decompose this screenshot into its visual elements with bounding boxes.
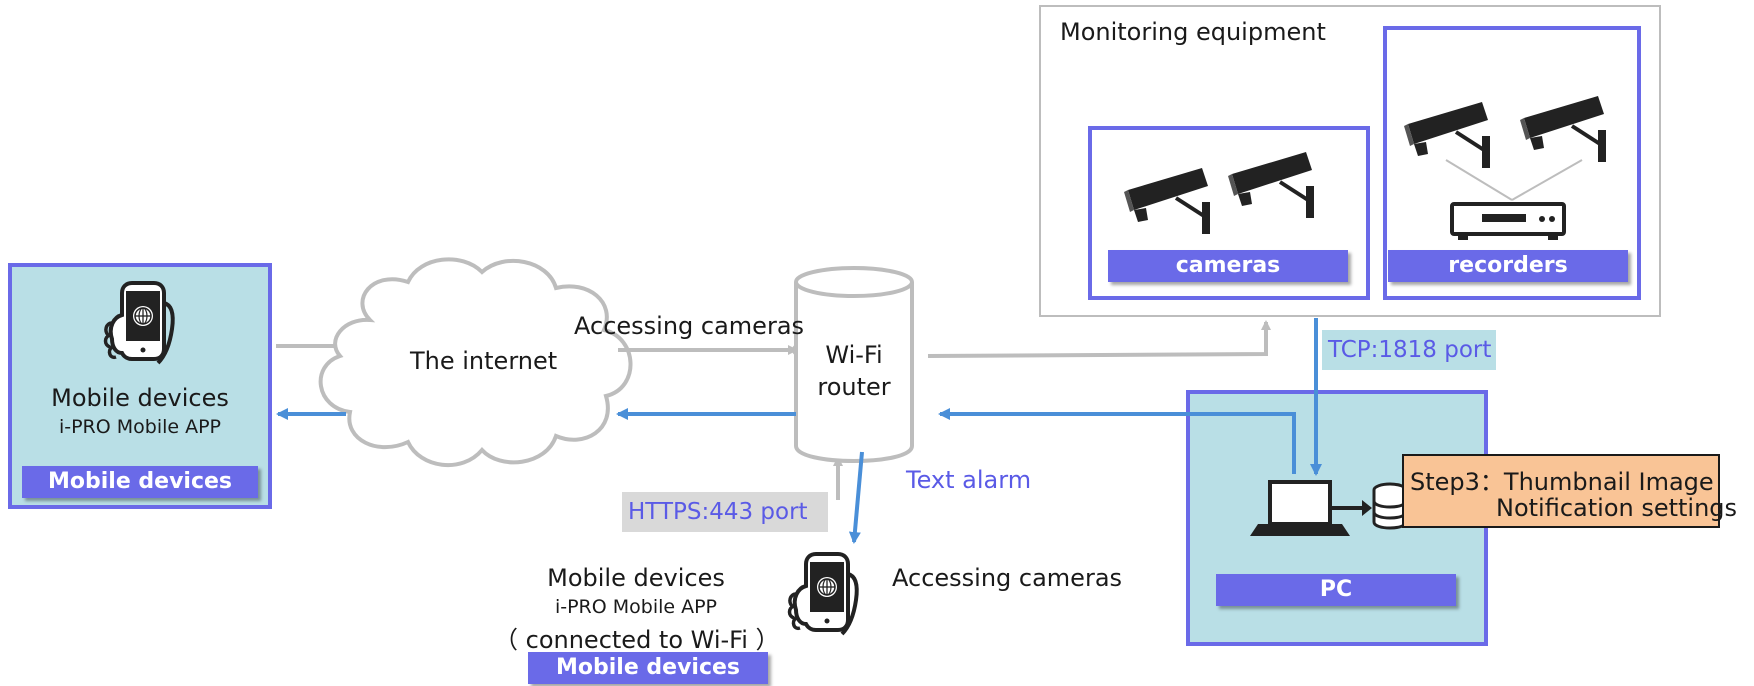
pc-label: PC: [1216, 574, 1456, 606]
internet-label: The internet: [410, 347, 558, 375]
bottom-mobile-connected: （ connected to Wi-Fi ）: [494, 626, 780, 654]
link-router-monitoring: [927, 320, 1271, 358]
link-router-bottom-mobile: [848, 451, 864, 544]
recorders-label: recorders: [1388, 250, 1628, 282]
phone-in-hand-icon: [787, 552, 859, 636]
left-mobile-title: Mobile devices: [51, 384, 229, 412]
bottom-mobile-label: Mobile devices: [528, 652, 768, 684]
cameras-label: cameras: [1108, 250, 1348, 282]
https-port-label: HTTPS:443 port: [622, 492, 828, 532]
left-mobile-subtitle: i-PRO Mobile APP: [58, 416, 222, 438]
bottom-mobile-title: Mobile devices: [547, 564, 725, 592]
cloud-icon: [318, 257, 633, 468]
link-pc-router: [938, 408, 1296, 474]
cylinder-router-icon: [794, 266, 914, 463]
bottom-mobile-subtitle: i-PRO Mobile APP: [554, 596, 718, 618]
step3-callout: Step3：Thumbnail Image Notification setti…: [1402, 454, 1737, 528]
router-label-line1: Wi-Fi: [825, 341, 883, 369]
left-mobile-label: Mobile devices: [22, 466, 258, 498]
router-label-line2: router: [817, 373, 891, 401]
laptop-database-icon: [1250, 480, 1408, 536]
text-alarm-label: Text alarm: [906, 466, 1032, 494]
recorder-device-icon: [1450, 202, 1566, 240]
bottom-accessing-cameras: Accessing cameras: [892, 564, 1123, 592]
accessing-cameras-top: Accessing cameras: [574, 312, 805, 340]
step3-line2: Notification settings: [1496, 494, 1738, 522]
step3-line1: Step3：Thumbnail Image: [1410, 468, 1714, 496]
tcp-port-label: TCP:1818 port: [1322, 330, 1496, 370]
monitoring-title: Monitoring equipment: [1060, 18, 1326, 46]
